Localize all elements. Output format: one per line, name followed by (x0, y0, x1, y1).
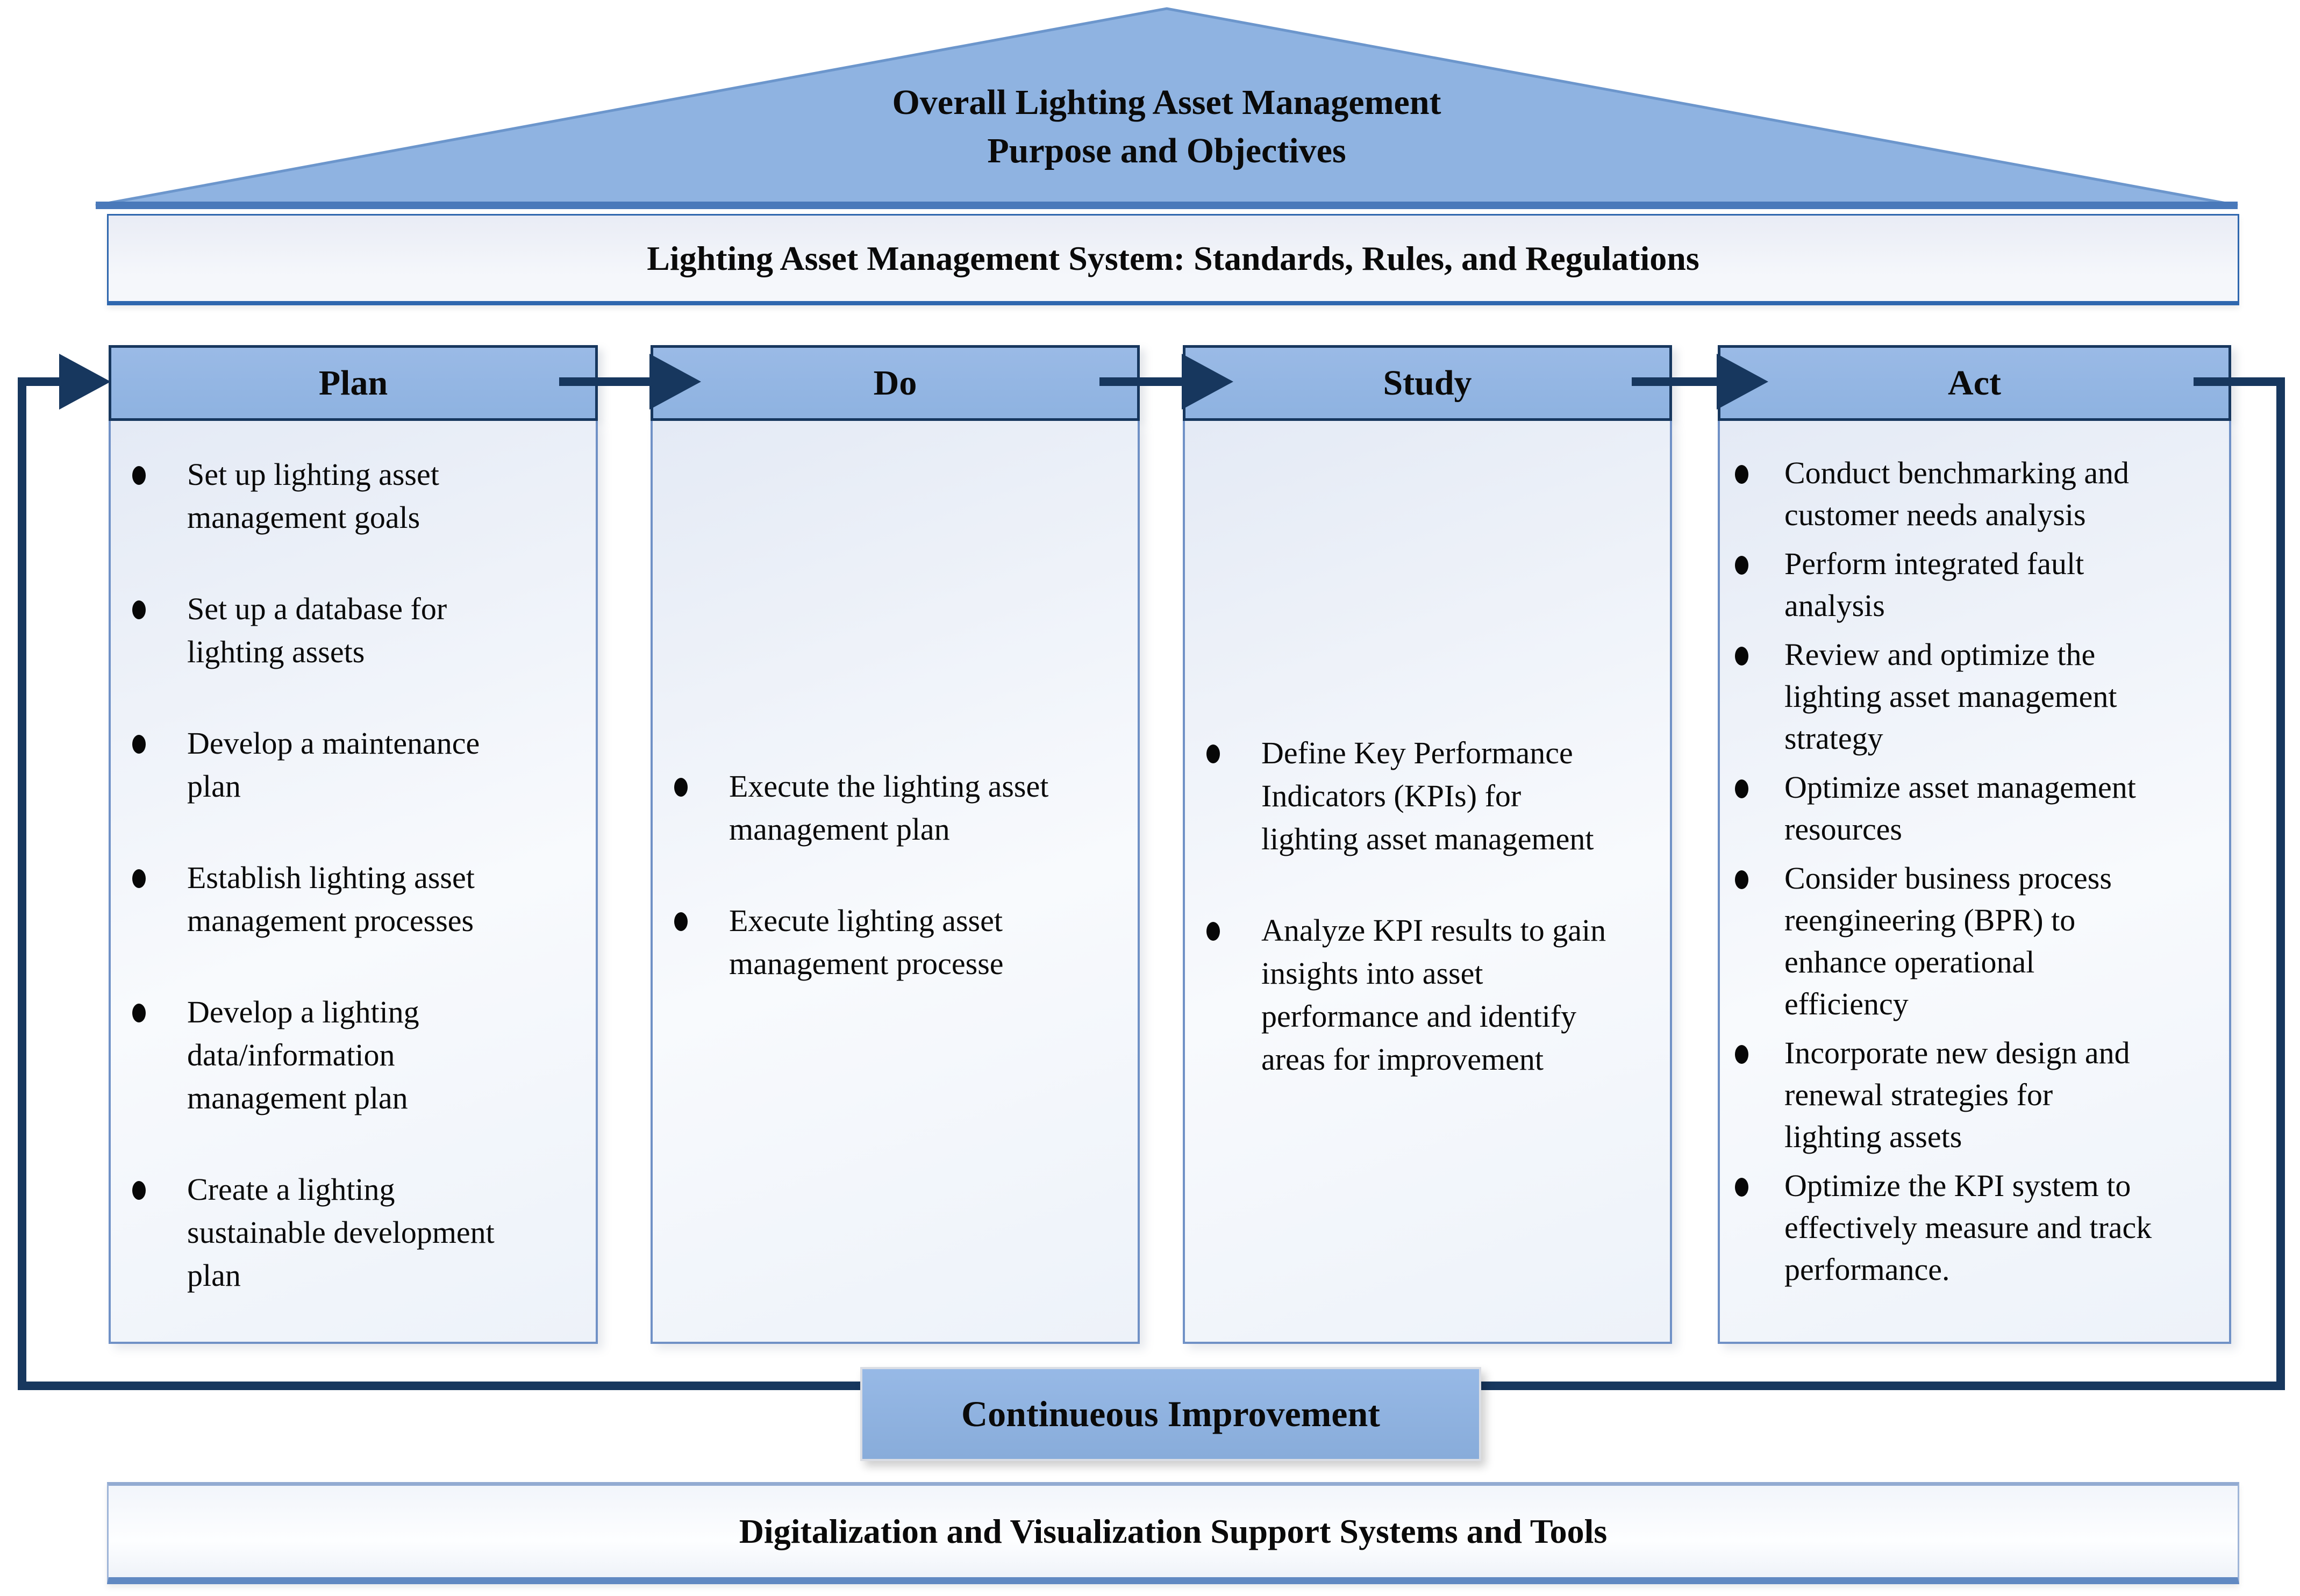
arrow-study-to-act-icon (1717, 354, 1768, 410)
list-item: Perform integrated fault analysis (1720, 543, 2155, 627)
act-list: Conduct benchmarking and customer needs … (1720, 421, 2229, 1291)
arrow-plan-to-do-line (559, 377, 652, 386)
arrow-into-plan-icon (59, 354, 111, 410)
act-header: Act (1718, 345, 2231, 421)
column-plan: Plan Set up lighting asset management go… (109, 345, 598, 1344)
feedback-loop-left-line (18, 377, 26, 1390)
do-list: Execute the lighting asset management pl… (653, 421, 1138, 985)
study-header-label: Study (1383, 363, 1472, 403)
arrow-do-to-study-line (1099, 377, 1184, 386)
roof-title-line2: Purpose and Objectives (987, 131, 1346, 170)
list-item: Develop a maintenance plan (111, 722, 531, 808)
roof-triangle-icon (95, 7, 2238, 209)
list-item: Optimize asset management resources (1720, 767, 2155, 850)
do-body: Execute the lighting asset management pl… (651, 421, 1140, 1344)
roof-title-line1: Overall Lighting Asset Management (892, 83, 1441, 122)
act-header-label: Act (1948, 363, 2001, 403)
standards-banner: Lighting Asset Management System: Standa… (107, 214, 2239, 305)
list-item: Consider business process reengineering … (1720, 857, 2155, 1025)
arrow-plan-to-do-icon (649, 354, 701, 410)
list-item: Set up a database for lighting assets (111, 588, 531, 674)
list-item: Conduct benchmarking and customer needs … (1720, 452, 2155, 536)
plan-header: Plan (109, 345, 598, 421)
act-body: Conduct benchmarking and customer needs … (1718, 421, 2231, 1344)
act-exit-line (2194, 377, 2285, 386)
continuous-improvement-label: Continueous Improvement (961, 1393, 1380, 1434)
list-item: Incorporate new design and renewal strat… (1720, 1032, 2155, 1158)
digitalization-banner: Digitalization and Visualization Support… (107, 1482, 2239, 1584)
list-item: Optimize the KPI system to effectively m… (1720, 1165, 2155, 1291)
do-header: Do (651, 345, 1140, 421)
plan-list: Set up lighting asset management goals S… (111, 421, 596, 1297)
list-item: Analyze KPI results to gain insights int… (1185, 909, 1616, 1081)
column-do: Do Execute the lighting asset management… (651, 345, 1140, 1344)
roof-title: Overall Lighting Asset Management Purpos… (91, 78, 2242, 175)
list-item: Review and optimize the lighting asset m… (1720, 634, 2155, 760)
list-item: Establish lighting asset management proc… (111, 856, 531, 942)
do-header-label: Do (873, 363, 917, 403)
column-act: Act Conduct benchmarking and customer ne… (1718, 345, 2231, 1344)
list-item: Execute lighting asset management proces… (653, 899, 1105, 985)
pdca-roof: Overall Lighting Asset Management Purpos… (91, 5, 2242, 211)
list-item: Create a lighting sustainable developmen… (111, 1168, 531, 1297)
continuous-improvement-box: Continueous Improvement (860, 1367, 1481, 1461)
standards-banner-label: Lighting Asset Management System: Standa… (647, 239, 1699, 277)
feedback-loop-right-line (2276, 377, 2285, 1390)
column-study: Study Define Key Performance Indicators … (1183, 345, 1672, 1344)
list-item: Set up lighting asset management goals (111, 453, 531, 539)
arrow-do-to-study-icon (1182, 354, 1233, 410)
study-list: Define Key Performance Indicators (KPIs)… (1185, 421, 1670, 1081)
arrow-study-to-act-line (1632, 377, 1719, 386)
plan-header-label: Plan (318, 363, 388, 403)
study-header: Study (1183, 345, 1672, 421)
digitalization-banner-label: Digitalization and Visualization Support… (739, 1512, 1608, 1550)
study-body: Define Key Performance Indicators (KPIs)… (1183, 421, 1672, 1344)
list-item: Execute the lighting asset management pl… (653, 765, 1105, 851)
list-item: Define Key Performance Indicators (KPIs)… (1185, 732, 1616, 861)
plan-body: Set up lighting asset management goals S… (109, 421, 598, 1344)
list-item: Develop a lighting data/information mana… (111, 991, 531, 1120)
feedback-loop-top-line (18, 377, 61, 386)
